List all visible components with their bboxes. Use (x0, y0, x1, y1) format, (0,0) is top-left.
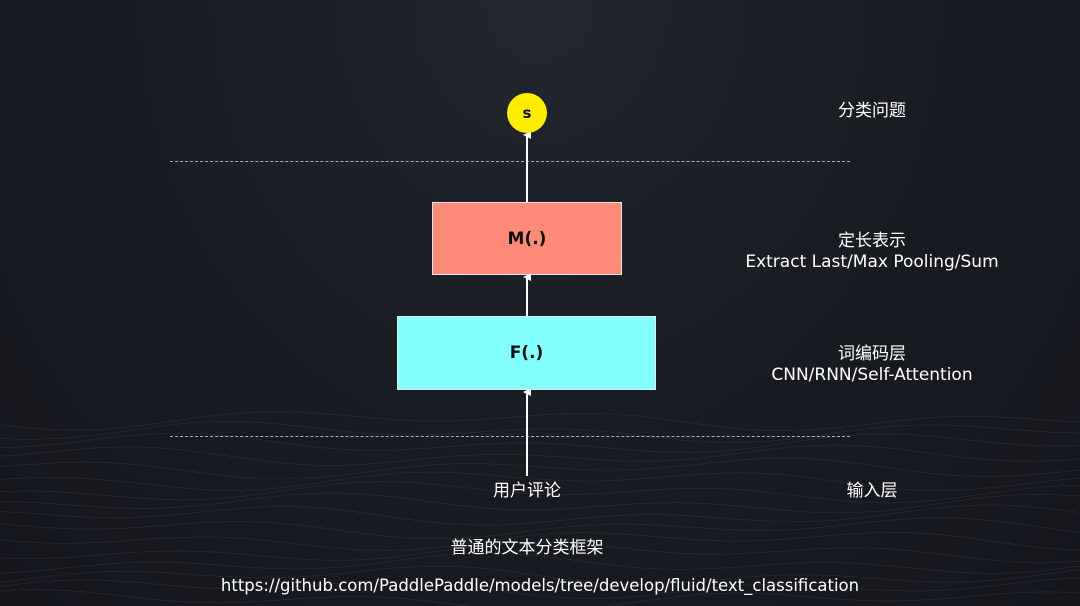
terrain-line (0, 517, 1080, 540)
source-url: https://github.com/PaddlePaddle/models/t… (0, 575, 1080, 596)
diagram-caption: 普通的文本分类框架 (340, 538, 714, 559)
fixed-length-subtitle: Extract Last/Max Pooling/Sum (745, 252, 999, 272)
terrain-line (0, 552, 1080, 574)
input-layer-title: 输入层 (846, 481, 898, 501)
layer-label-input: 输入层 (772, 481, 972, 502)
layer-label-fixed-length: 定长表示 Extract Last/Max Pooling/Sum (700, 231, 1044, 273)
divider-bottom (170, 436, 850, 437)
terrain-line (0, 457, 1080, 480)
box-m-fixed-representation: M(.) (432, 202, 622, 275)
terrain-line (0, 589, 1080, 606)
fixed-length-title: 定长表示 (838, 231, 906, 251)
input-user-review: 用户评论 (427, 481, 627, 502)
word-encoder-title: 词编码层 (838, 344, 906, 364)
terrain-line (0, 532, 1080, 551)
caption-text: 普通的文本分类框架 (450, 538, 604, 558)
terrain-line (0, 577, 1080, 599)
terrain-line (0, 565, 1080, 586)
box-f-label: F(.) (509, 343, 544, 363)
user-review-text: 用户评论 (493, 481, 561, 501)
divider-top (170, 161, 850, 162)
source-url-text: https://github.com/PaddlePaddle/models/t… (220, 576, 860, 595)
layer-label-classification: 分类问题 (772, 101, 972, 122)
output-node-s: s (507, 93, 547, 133)
terrain-line (0, 421, 1080, 443)
classification-title: 分类问题 (838, 101, 906, 121)
box-f-word-encoder: F(.) (397, 316, 656, 390)
layer-label-word-encoder: 词编码层 CNN/RNN/Self-Attention (700, 344, 1044, 386)
terrain-line (0, 492, 1080, 514)
terrain-line (0, 444, 1080, 466)
word-encoder-subtitle: CNN/RNN/Self-Attention (771, 365, 973, 385)
terrain-line (0, 471, 1080, 491)
output-node-label: s (522, 104, 532, 122)
terrain-line (0, 432, 1080, 453)
box-m-label: M(.) (507, 228, 547, 249)
terrain-line (0, 541, 1080, 564)
terrain-line (0, 481, 1080, 504)
terrain-line (0, 504, 1080, 526)
terrain-line (0, 411, 1080, 432)
